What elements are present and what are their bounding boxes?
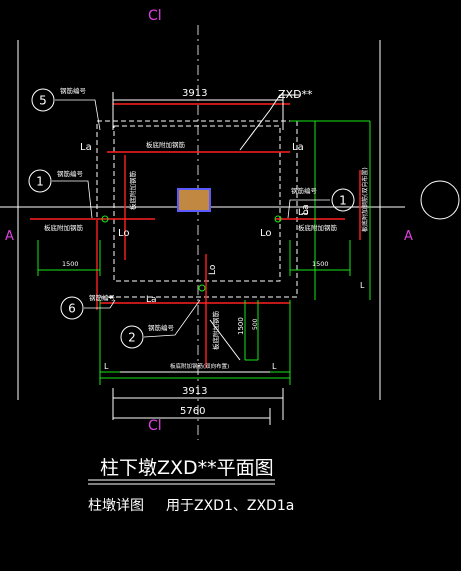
la-top-right: La — [292, 142, 304, 153]
note-left-horizontal: 板底附加钢筋 — [44, 223, 84, 232]
svg-text:2: 2 — [128, 331, 136, 345]
dim-bottom-label-1: 3913 — [182, 386, 207, 397]
callout-5: 5 钢筋编号 — [31, 86, 87, 112]
dim-left-1500: 1500 — [62, 260, 79, 268]
svg-text:5: 5 — [39, 94, 47, 108]
title-main: 柱下墩ZXD**平面图 — [100, 457, 274, 479]
svg-text:钢筋编号: 钢筋编号 — [148, 323, 175, 332]
dim-bottom-label-2: 5760 — [180, 406, 205, 417]
callout-1-left: 1 钢筋编号 — [28, 169, 84, 193]
note-left-rebar: 板底附加钢筋 — [128, 171, 137, 211]
svg-text:6: 6 — [68, 302, 76, 316]
note-right-horizontal: 板底附加钢筋 — [298, 223, 338, 232]
rebar-lines — [30, 103, 361, 368]
lo-left: Lo — [118, 228, 130, 239]
subtitle-left: 柱墩详图 — [88, 498, 144, 514]
la-top-left: La — [80, 142, 92, 153]
rebar-nodes — [101, 215, 282, 292]
subtitle-right: 用于ZXD1、ZXD1a — [166, 498, 294, 514]
column-block — [177, 188, 211, 212]
note-right-vertical: 板底附加钢筋(双向布置) — [361, 167, 369, 232]
cap-outline — [96, 120, 298, 298]
l-left: L — [104, 362, 109, 371]
l-right: L — [272, 362, 277, 371]
dimension-lines — [37, 120, 371, 385]
lo-mid-right: Lo — [260, 228, 272, 239]
centerline-label-bottom: Cl — [148, 418, 162, 434]
white-dimensions — [112, 92, 300, 425]
section-label-left: A — [5, 229, 14, 244]
lo-mid-left: Lo — [208, 264, 218, 275]
svg-text:1: 1 — [36, 175, 44, 189]
dim-vertical-1500: 1500 — [237, 317, 245, 335]
la-bottom: La — [146, 295, 157, 305]
l-side: L — [360, 281, 365, 290]
dim-right-1500: 1500 — [312, 260, 329, 268]
note-bottom-span: 板底附加钢筋(双向布置) — [170, 362, 229, 370]
svg-text:钢筋编号: 钢筋编号 — [291, 186, 318, 195]
svg-text:1: 1 — [339, 194, 347, 208]
svg-text:钢筋编号: 钢筋编号 — [89, 293, 116, 302]
note-bottom-rebar: 板底附加钢筋 — [211, 311, 220, 351]
lo-vertical: Lo — [298, 208, 309, 218]
callout-2: 2 钢筋编号 — [120, 323, 175, 349]
note-top-rebar: 板底附加钢筋 — [146, 140, 186, 149]
svg-text:钢筋编号: 钢筋编号 — [57, 169, 84, 178]
svg-text:钢筋编号: 钢筋编号 — [60, 86, 87, 95]
callout-1-right: 1 钢筋编号 — [291, 186, 355, 212]
section-label-right: A — [404, 229, 413, 244]
callout-6: 6 钢筋编号 — [60, 293, 116, 320]
callout-leaders — [52, 99, 330, 338]
dim-top-label: 3913 — [182, 88, 207, 99]
dim-vertical-500: 500 — [252, 318, 259, 330]
centerline-label-top: Cl — [148, 8, 162, 24]
cap-name-label: ZXD** — [278, 88, 313, 101]
la-bottom-right: La — [301, 204, 311, 215]
